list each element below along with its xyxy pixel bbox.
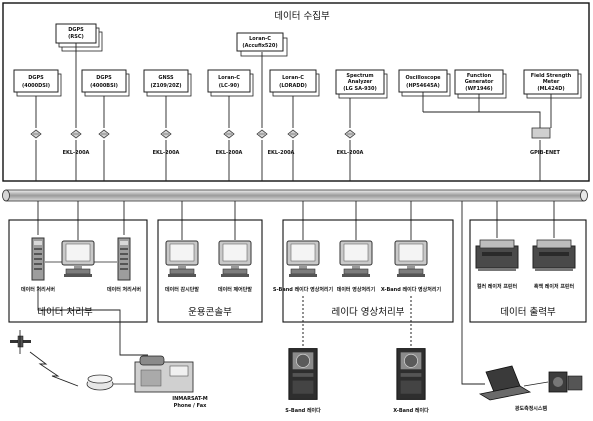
output-caption: 흑백 레이저 프린터 xyxy=(534,283,575,290)
data-output-label: 데이터 출력부 xyxy=(500,306,556,318)
svg-text:(Z109/20Z): (Z109/20Z) xyxy=(150,83,181,89)
data-processing-caption: 데이터 처리서버 xyxy=(21,286,55,293)
gnss-device: GNSS (Z109/20Z) xyxy=(144,70,191,96)
svg-text:Loran-C: Loran-C xyxy=(282,75,304,81)
s-band-label: S-Band 레이다 xyxy=(285,407,321,414)
svg-text:(4000BSI): (4000BSI) xyxy=(90,83,118,89)
radar-caption: X-Band 레이다 영상처리기 xyxy=(381,286,442,293)
collection-links xyxy=(36,43,551,181)
svg-text:(LG SA-930): (LG SA-930) xyxy=(343,86,377,92)
radar-imaging-label: 레이다 영상처리부 xyxy=(332,306,405,318)
converter-label: EKL-200A xyxy=(63,150,90,156)
oscilloscope-device: Oscilloscope (HP54645A) xyxy=(399,70,450,96)
svg-text:(4000DSI): (4000DSI) xyxy=(22,83,50,89)
svg-text:Loran-C: Loran-C xyxy=(249,36,271,42)
function-generator-device: Function Generator (WF1946) xyxy=(455,70,506,98)
s-band-radar-icon xyxy=(289,349,317,400)
operation-caption: 데이터 감시단말 xyxy=(165,286,199,293)
svg-text:Meter: Meter xyxy=(543,79,560,85)
converter-label: EKL-200A xyxy=(153,150,180,156)
dish-antenna-icon xyxy=(87,375,113,390)
svg-text:(Accufix520): (Accufix520) xyxy=(242,43,277,49)
collection-title: 데이터 수집부 xyxy=(274,10,330,22)
svg-text:(HP54645A): (HP54645A) xyxy=(406,83,440,89)
measurement-device-icon xyxy=(549,372,582,392)
gpib-label: GPIB-ENET xyxy=(530,150,561,156)
spectrum-analyzer-device: Spectrum Analyzer (LG SA-930) xyxy=(336,70,387,98)
laptop-icon xyxy=(480,366,530,400)
inmarsat-label: INMARSAT-M xyxy=(172,396,208,402)
satellite-icon xyxy=(10,330,31,354)
converter-label: EKL-200A xyxy=(337,150,364,156)
svg-text:DGPS: DGPS xyxy=(68,27,84,33)
network-bus xyxy=(3,190,588,201)
svg-text:Analyzer: Analyzer xyxy=(348,79,373,85)
dgps-4000dsi-device: DGPS (4000DSI) xyxy=(14,70,61,96)
svg-text:(RSC): (RSC) xyxy=(68,34,84,40)
radar-caption: 데이터 영상처리기 xyxy=(337,286,376,293)
svg-text:(ML424D): (ML424D) xyxy=(537,86,564,92)
field-system-label: 광도측정시스템 xyxy=(515,405,548,412)
svg-text:(LORADD): (LORADD) xyxy=(279,83,307,89)
operation-caption: 데이터 제어단말 xyxy=(218,286,252,293)
converter-label: EKL-200A xyxy=(216,150,243,156)
svg-text:(LC-90): (LC-90) xyxy=(219,83,240,89)
radar-caption: S-Band 레이다 영상처리기 xyxy=(273,286,334,293)
svg-text:(WF1946): (WF1946) xyxy=(465,86,492,92)
x-band-label: X-Band 레이다 xyxy=(393,407,429,414)
loran-c-lc90-device: Loran-C (LC-90) xyxy=(208,70,253,96)
svg-text:Loran-C: Loran-C xyxy=(218,75,240,81)
phone-fax-label: Phone / Fax xyxy=(174,403,207,409)
phone-fax-icon xyxy=(135,356,193,392)
wireless-link xyxy=(30,352,78,386)
svg-text:DGPS: DGPS xyxy=(28,75,44,81)
loran-c-loradd-device: Loran-C (LORADD) xyxy=(270,70,319,96)
converter-icons xyxy=(31,128,550,138)
data-processing-caption: 데이터 처리서버 xyxy=(107,286,141,293)
output-caption: 컬러 레이저 프린터 xyxy=(477,283,518,290)
operation-console-label: 운용콘솔부 xyxy=(188,307,232,318)
converter-label: EKL-200A xyxy=(268,150,295,156)
svg-text:DGPS: DGPS xyxy=(96,75,112,81)
data-processing-label: 데이터 처리부 xyxy=(37,306,93,318)
dgps-rsc-device: DGPS (RSC) xyxy=(56,24,102,51)
svg-text:Oscilloscope: Oscilloscope xyxy=(405,75,441,81)
field-strength-meter-device: Field Strength Meter (ML424D) xyxy=(524,70,581,98)
svg-text:GNSS: GNSS xyxy=(158,75,174,81)
x-band-radar-icon xyxy=(397,349,425,400)
svg-text:Generator: Generator xyxy=(465,79,494,85)
dgps-4000bsi-device: DGPS (4000BSI) xyxy=(82,70,129,96)
